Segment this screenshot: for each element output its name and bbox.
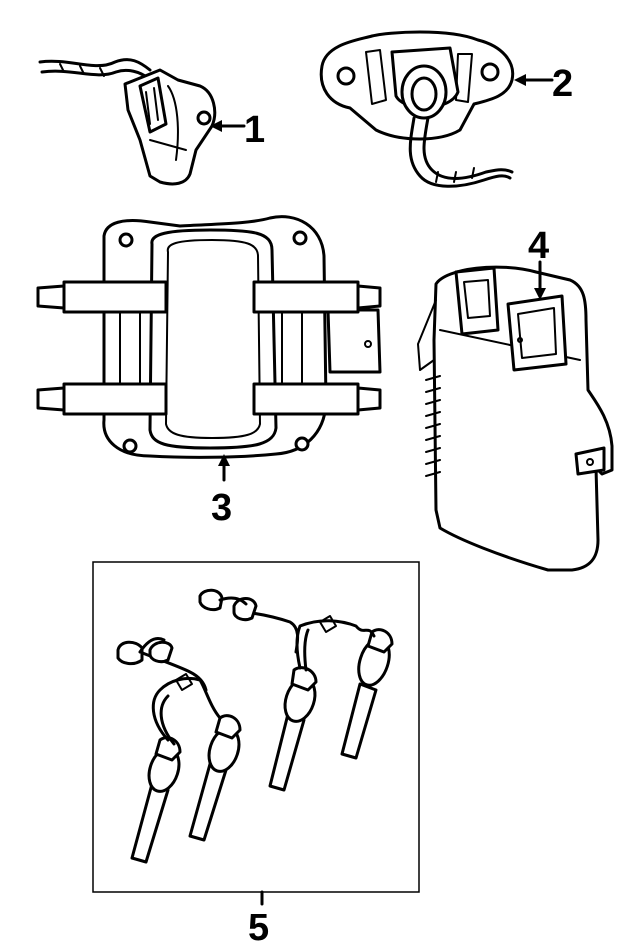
callout-3-label: 3 <box>211 487 232 529</box>
callout-4-label: 4 <box>528 225 549 267</box>
part-3-coil-pack-icon[interactable] <box>36 215 382 459</box>
callout-1-arrow <box>210 120 246 132</box>
callout-5-label: 5 <box>248 907 269 948</box>
part-4-control-module-icon[interactable] <box>417 265 614 572</box>
callout-4-arrow <box>534 260 546 300</box>
callout-1-label: 1 <box>244 109 265 151</box>
part-5-plug-wire-set-icon[interactable] <box>116 588 395 864</box>
part-1-sensor-icon[interactable] <box>38 58 217 186</box>
callout-2-label: 2 <box>552 63 573 105</box>
part-5-box <box>92 561 420 893</box>
callout-2-arrow <box>514 74 554 86</box>
callout-3-arrow <box>218 454 230 482</box>
part-2-throttle-sensor-icon[interactable] <box>319 30 515 188</box>
